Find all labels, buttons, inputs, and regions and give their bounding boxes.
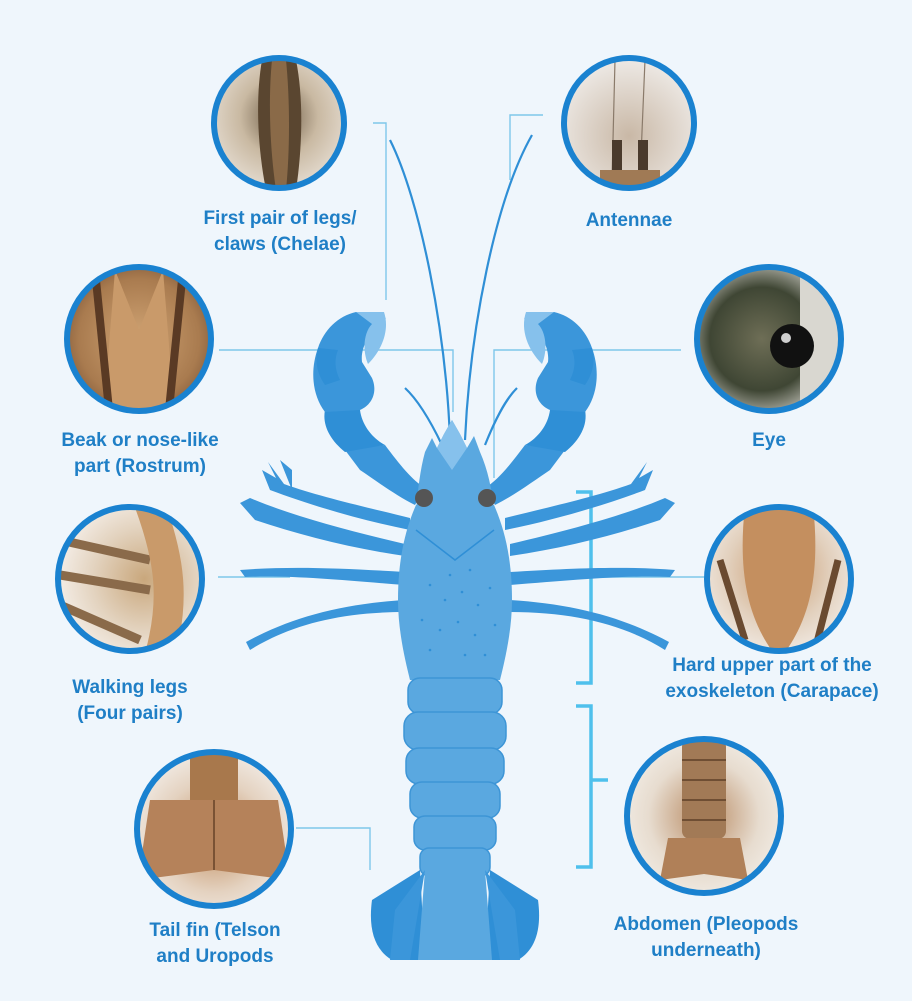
photo-abdomen [627,739,781,893]
label-abdomen: Abdomen (Pleopods underneath) [590,912,822,964]
crayfish-illustration [240,135,675,960]
carapace-bracket [576,492,591,683]
brackets [576,492,608,867]
photo-rostrum [67,267,211,420]
crayfish-antennae [390,135,532,445]
label-claws-line-2: claws (Chelae) [160,232,400,258]
label-claws-line-1: First pair of legs/ [160,206,400,232]
label-tail-fin-line-2: and Uropods [110,944,320,970]
crayfish-claw-left [313,312,425,505]
crayfish-abdomen [404,678,506,876]
crayfish-eye-right [478,489,496,507]
crayfish-carapace [398,505,512,680]
label-abdomen-line-2: underneath) [590,938,822,964]
leader-line-tail-fin [296,828,370,870]
crayfish-eye-left [415,489,433,507]
label-rostrum-line-1: Beak or nose-like [20,428,260,454]
label-carapace-line-2: exoskeleton (Carapace) [636,679,908,705]
label-eye-line-1: Eye [729,428,809,454]
photo-carapace [707,505,851,660]
label-walking-legs: Walking legs (Four pairs) [20,675,240,727]
label-antennae-line-1: Antennae [549,208,709,234]
label-carapace-line-1: Hard upper part of the [636,653,908,679]
crayfish-walking-legs-left [240,460,410,650]
label-tail-fin-line-1: Tail fin (Telson [110,918,320,944]
label-carapace: Hard upper part of the exoskeleton (Cara… [636,653,908,705]
label-walking-legs-line-2: (Four pairs) [20,701,240,727]
photo-tail-fin [137,752,291,906]
photo-eye [697,265,845,415]
label-claws: First pair of legs/ claws (Chelae) [160,206,400,258]
label-abdomen-line-1: Abdomen (Pleopods [590,912,822,938]
abdomen-bracket [576,706,591,867]
photo-antennae [564,58,694,195]
label-rostrum-line-2: part (Rostrum) [20,454,260,480]
photo-walking-legs [58,505,202,655]
label-antennae: Antennae [549,208,709,234]
label-tail-fin: Tail fin (Telson and Uropods [110,918,320,970]
crayfish-tail-fin [371,870,539,960]
photo-claws [214,58,344,190]
label-eye: Eye [729,428,809,454]
label-rostrum: Beak or nose-like part (Rostrum) [20,428,260,480]
label-walking-legs-line-1: Walking legs [20,675,240,701]
